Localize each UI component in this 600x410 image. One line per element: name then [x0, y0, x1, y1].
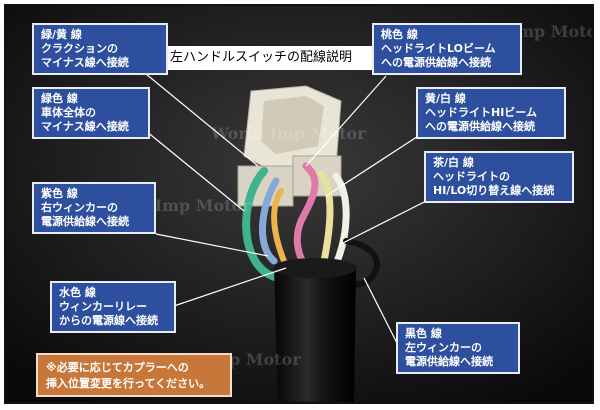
- coupler-note: ※必要に応じてカプラーへの 挿入位置変更を行ってください。: [36, 353, 232, 397]
- label-line: 黄/白 線: [425, 92, 466, 105]
- cable-sheath: [274, 266, 356, 402]
- label-line: ヘッドライトの: [433, 170, 510, 183]
- label-line: 茶/白 線: [433, 156, 474, 169]
- label-green: 緑色 線 車体全体の マイナス線へ接続: [32, 87, 150, 139]
- label-line: クラクションの: [41, 42, 118, 55]
- label-light-blue: 水色 線 ウィンカーリレー からの電源線へ接続: [50, 281, 176, 333]
- diagram-title: 左ハンドルスイッチの配線説明: [164, 46, 374, 70]
- label-purple: 紫色 線 右ウィンカーの 電源供給線へ接続: [32, 182, 156, 234]
- label-line: マイナス線へ接続: [41, 56, 129, 69]
- label-line: 桃色 線: [381, 28, 418, 41]
- label-black: 黒色 線 左ウィンカーの 電源供給線へ接続: [396, 322, 520, 374]
- label-brown-white: 茶/白 線 ヘッドライトの HI/LO切り替え線へ接続: [424, 151, 574, 203]
- label-line: への電源供給線へ接続: [381, 56, 491, 69]
- label-line: 右ウィンカーの: [41, 201, 118, 214]
- label-line: 紫色 線: [41, 187, 78, 200]
- label-green-yellow: 緑/黄 線 クラクションの マイナス線へ接続: [32, 23, 168, 75]
- label-line: 車体全体の: [41, 106, 96, 119]
- label-line: HI/LO切り替え線へ接続: [433, 184, 555, 197]
- label-line: からの電源線へ接続: [59, 314, 158, 327]
- label-line: への電源供給線へ接続: [425, 120, 535, 133]
- label-line: 黒色 線: [405, 327, 442, 340]
- label-yellow-white: 黄/白 線 ヘッドライトHIビーム への電源供給線へ接続: [416, 87, 566, 139]
- label-line: ヘッドライトLOビーム: [381, 42, 496, 55]
- label-line: ウィンカーリレー: [59, 300, 147, 313]
- note-line: 挿入位置変更を行ってください。: [46, 377, 211, 390]
- label-line: 電源供給線へ接続: [41, 215, 129, 228]
- label-line: 電源供給線へ接続: [405, 355, 493, 368]
- label-line: 緑色 線: [41, 92, 78, 105]
- note-line: ※必要に応じてカプラーへの: [46, 361, 189, 374]
- label-pink: 桃色 線 ヘッドライトLOビーム への電源供給線へ接続: [372, 23, 522, 75]
- label-line: マイナス線へ接続: [41, 120, 129, 133]
- label-line: 左ウィンカーの: [405, 341, 482, 354]
- label-line: 緑/黄 線: [41, 28, 82, 41]
- photo-frame: World Imp Motor World Imp Motor World Im…: [4, 4, 594, 404]
- label-line: 水色 線: [59, 286, 96, 299]
- watermark: World Imp Motor: [211, 124, 366, 143]
- label-line: ヘッドライトHIビーム: [425, 106, 537, 119]
